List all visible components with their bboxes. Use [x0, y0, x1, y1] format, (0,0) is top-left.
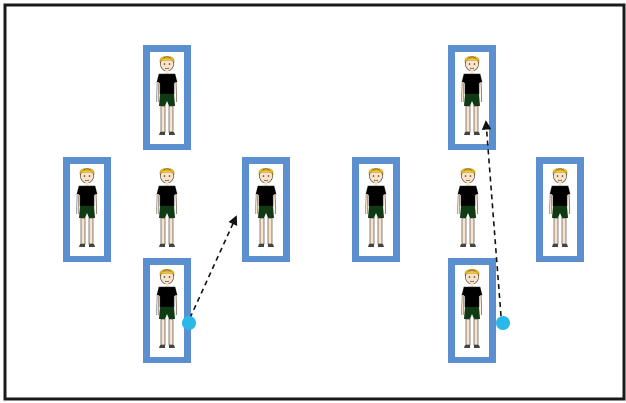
player-card-bottom — [448, 258, 496, 363]
player-card-top — [143, 45, 191, 150]
player-card-bottom — [143, 258, 191, 363]
ball-icon — [182, 316, 196, 330]
player-card-right — [242, 157, 290, 262]
player-card-top — [448, 45, 496, 150]
ball-icon — [496, 316, 510, 330]
player-card-left — [63, 157, 111, 262]
player-card-left — [352, 157, 400, 262]
player-card-right — [536, 157, 584, 262]
